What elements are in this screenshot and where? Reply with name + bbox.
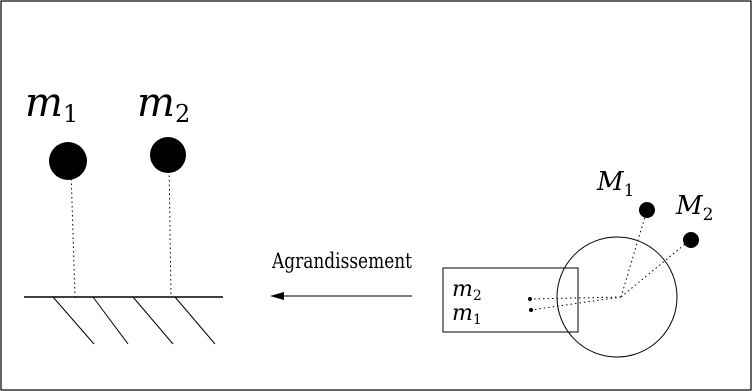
mass-M2: [683, 232, 699, 248]
inset-rectangle: [442, 267, 579, 333]
arrow-caption: Agrandissement: [271, 249, 412, 273]
mass-M1: [639, 202, 655, 218]
dotted-connectors: [529, 209, 691, 311]
zoom-circle: [556, 236, 678, 358]
label-m2: m2: [137, 80, 190, 128]
string-m1: [70, 169, 76, 298]
mass-m1: [49, 142, 87, 180]
point-m1-small: [529, 308, 533, 312]
ground-hatching: [52, 296, 216, 345]
mass-m2: [150, 137, 186, 173]
point-m2-small: [528, 297, 532, 301]
enlargement-arrow-head: [270, 292, 284, 300]
inset-label-m1: m1: [452, 301, 482, 328]
string-m2: [168, 161, 172, 298]
inset-label-m2: m2: [452, 277, 482, 304]
label-M2: M2: [675, 191, 713, 225]
label-m1: m1: [25, 80, 78, 128]
label-M1: M1: [596, 167, 634, 201]
